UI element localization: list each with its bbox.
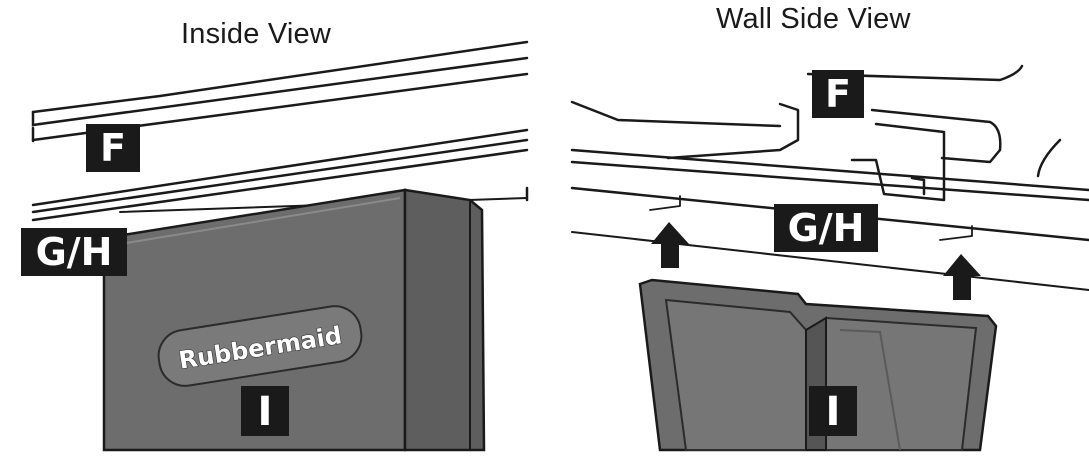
svg-text:G/H: G/H: [788, 206, 865, 250]
label-i-inside: I: [241, 386, 289, 436]
bin-inner-shadow: [839, 329, 901, 451]
label-i-wall: I: [809, 386, 857, 436]
rail-gh-line-3: [31, 148, 529, 222]
rail-f-lip: [31, 110, 42, 127]
bracket-tab-inner: [850, 122, 946, 202]
logo-plate: [157, 305, 363, 387]
svg-text:F: F: [825, 72, 851, 116]
arrow-up-right: [943, 254, 981, 300]
bin-i-edge-highlight: [107, 197, 401, 247]
rail-mid-line: [570, 160, 1089, 202]
wall-side-view-panel: [570, 64, 1089, 291]
bin-inner-left: [664, 298, 807, 451]
rail-gh-line-1: [31, 128, 529, 207]
label-f-inside: F: [86, 124, 140, 172]
housing-ridge: [1036, 138, 1062, 178]
housing-top-edge: [806, 64, 1024, 82]
wall-side-view-title: Wall Side View: [716, 3, 911, 35]
bin-i-wall-side: [638, 278, 998, 452]
rail-f-line-1: [38, 56, 529, 126]
label-gh-wall: G/H: [774, 204, 878, 252]
rail-notch-right: [939, 225, 973, 241]
svg-text:I: I: [258, 389, 273, 435]
bracket-tab: [870, 108, 1002, 164]
svg-text:I: I: [826, 389, 841, 435]
label-gh-inside: G/H: [21, 228, 127, 276]
svg-text:G/H: G/H: [36, 230, 113, 274]
bin-i-side-face: [403, 188, 486, 452]
rail-notch-left: [649, 195, 681, 211]
rail-gh-line-2: [31, 138, 529, 214]
bin-i-inside: Rubbermaid: [102, 188, 486, 452]
inside-view-title: Inside View: [181, 18, 331, 50]
housing-slot-left: [666, 102, 800, 160]
rail-f-top-edge: [31, 40, 529, 114]
label-f-wall: F: [812, 70, 864, 118]
housing-top-left: [570, 100, 782, 128]
rail-top-line: [570, 148, 1089, 192]
svg-text:F: F: [100, 126, 126, 170]
bracket-clip: [910, 176, 926, 196]
inside-view-panel: [31, 40, 529, 222]
arrow-up-left: [651, 222, 689, 268]
